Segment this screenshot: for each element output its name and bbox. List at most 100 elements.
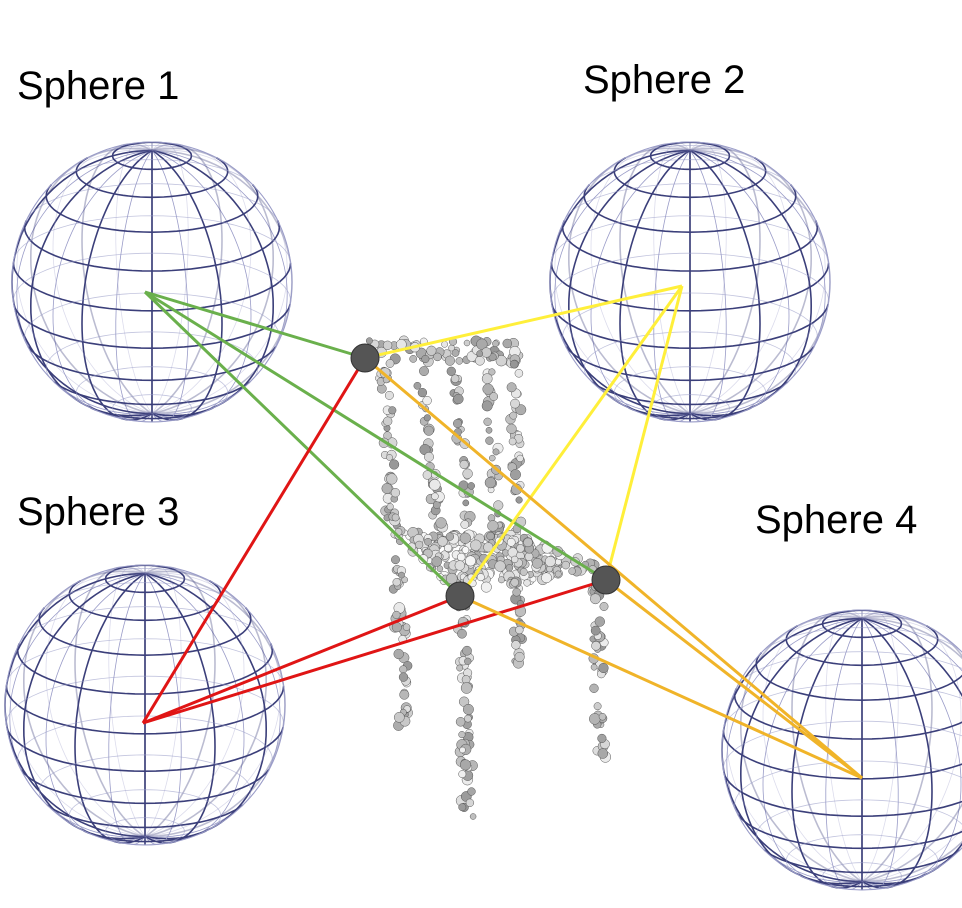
point-cloud-point [454,560,465,571]
sphere-parallel-back [723,683,962,728]
sphere-meridian [151,142,189,414]
sphere-meridian [861,610,899,882]
sphere-2-ray [458,285,684,597]
point-cloud-point [382,340,393,350]
sphere-meridian [151,149,223,421]
point-cloud-point [393,711,405,723]
sphere-meridian [74,566,146,838]
point-cloud-point [492,340,499,348]
point-cloud-point [487,520,499,532]
point-cloud-point [523,579,531,587]
point-cloud-point [510,578,519,587]
point-cloud-point [423,414,431,422]
sphere-1 [11,141,293,423]
point-cloud-point [402,623,411,631]
point-cloud-point [445,532,455,541]
point-cloud-point [594,616,605,627]
point-cloud-point [424,537,432,546]
point-cloud-point [419,366,429,377]
sphere-meridian [9,573,146,838]
point-cloud-point [489,392,499,401]
point-cloud-point [436,565,444,572]
point-cloud-point [399,665,408,674]
sphere-parallel [104,564,186,594]
point-cloud-point [599,602,609,611]
sphere-meridian [689,150,727,422]
sphere-meridian [144,572,281,837]
sphere-meridian [144,566,216,838]
point-cloud-point [459,746,466,754]
sphere-meridian [9,572,146,837]
sphere-meridian [689,149,826,414]
sphere-meridian [689,150,826,415]
sphere-outline [549,141,831,423]
sphere-meridian [144,573,182,845]
point-cloud-point [391,513,400,522]
point-cloud-point [506,537,516,547]
point-cloud-point [484,476,497,489]
sphere-parallel [763,849,961,874]
sphere-parallel [20,769,270,805]
sphere-parallel [6,727,284,773]
sphere-parallel [628,407,752,420]
point-cloud-point [444,355,455,366]
keypoints-group [350,343,621,611]
sphere-parallel [821,609,903,639]
point-cloud-point [502,338,513,349]
sphere-4-ray [459,594,863,780]
point-cloud-point [476,350,484,357]
sphere-meridian [619,143,691,415]
point-cloud-point [450,374,460,383]
point-cloud-point [388,406,397,415]
point-cloud-point [541,572,552,584]
sphere-parallel [722,731,962,780]
point-cloud-point [426,345,437,356]
point-cloud-point [465,798,475,807]
sphere-parallel-back [628,144,752,157]
sphere-parallel [733,688,962,740]
sphere-meridian [151,149,288,414]
point-cloud-point [398,672,409,682]
sphere-meridian [689,142,727,414]
point-cloud-point [470,539,482,551]
sphere-parallel-back [755,799,962,848]
point-cloud-point [385,359,395,368]
sphere-parallel [551,304,829,350]
sphere-parallel-back [734,760,962,812]
sphere-4 [721,609,962,891]
point-cloud-point [511,640,521,650]
point-cloud-point [461,546,470,554]
point-cloud-point [514,651,525,663]
sphere-3 [4,564,286,846]
keypoint-dot-icon [350,343,380,373]
sphere-parallel [46,804,244,829]
sphere-parallel-back [591,159,789,183]
sphere-parallel-back [822,862,902,891]
point-cloud-point [485,426,493,434]
sphere-parallel-back [13,252,291,301]
sphere-2-label: Sphere 2 [583,58,746,102]
point-cloud-point [510,469,521,481]
point-cloud-point [544,556,556,567]
point-cloud-point [489,454,496,462]
sphere-meridian [861,618,899,890]
keypoint-dot-icon [445,581,475,611]
point-cloud-point [365,337,373,345]
point-cloud-point [554,570,562,578]
point-cloud-point [455,357,464,365]
keypoint-dot-icon [591,565,621,595]
sphere-parallel-back [83,567,207,580]
sphere-meridian [689,143,761,415]
sphere-parallel [5,686,285,735]
sphere-parallel [13,304,291,350]
sphere-parallel-back [551,252,829,301]
point-cloud-point [462,703,474,715]
sphere-parallel-back [763,627,961,651]
sphere-parallel [83,830,207,843]
point-cloud-point [435,517,447,529]
sphere-meridian [151,143,223,415]
point-cloud-point [453,393,464,405]
point-cloud-point [392,610,401,619]
sphere-parallel-back [27,183,277,218]
